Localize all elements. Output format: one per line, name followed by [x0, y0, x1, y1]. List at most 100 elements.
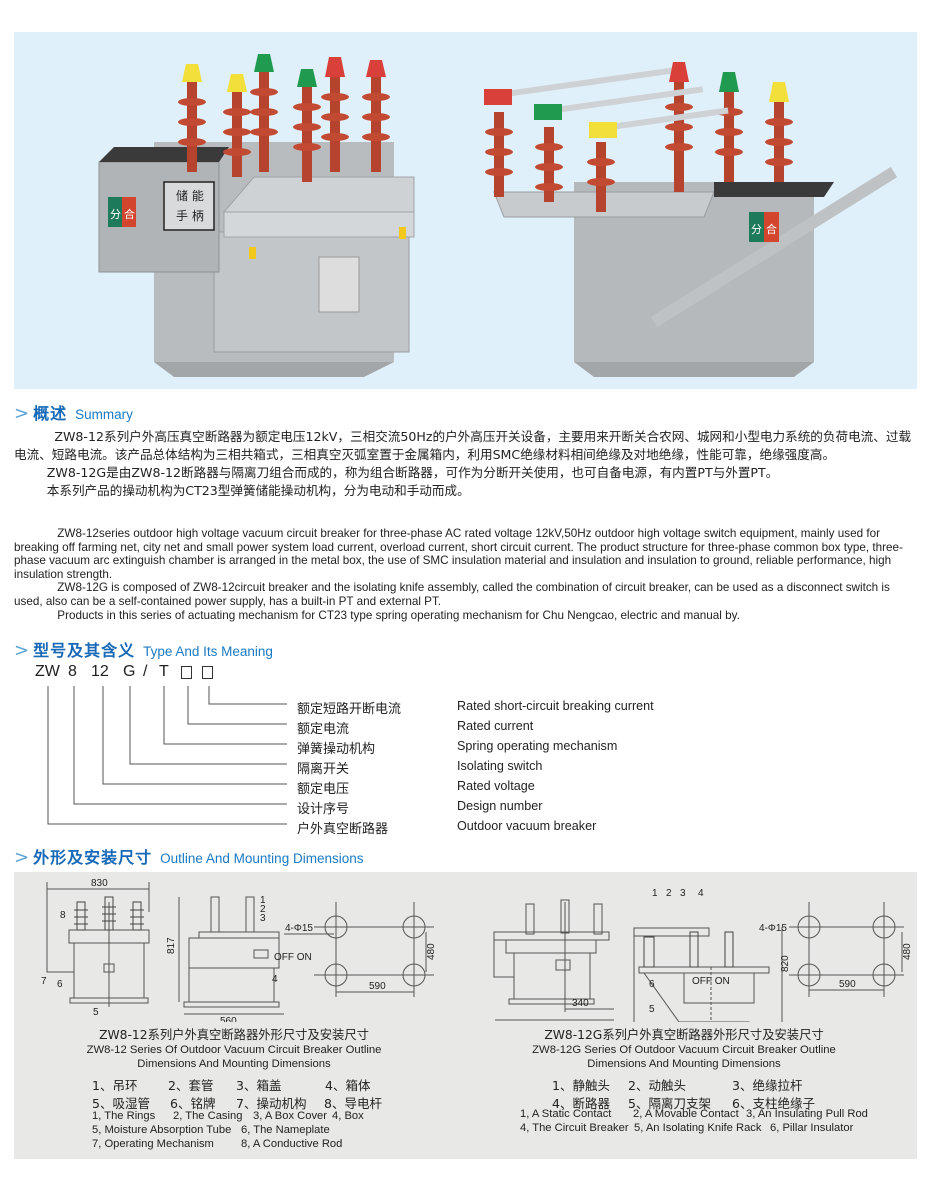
- dim-right-height: 820: [780, 955, 791, 972]
- callout: 1: [652, 888, 658, 899]
- meaning-cn: 隔离开关: [297, 762, 350, 777]
- meaning-cn: 额定电压: [297, 782, 350, 797]
- left-legend-cn: 1、吊环: [92, 1078, 138, 1093]
- chevron-right-icon: >: [14, 640, 30, 661]
- left-legend-cn: 5、吸湿管: [92, 1096, 150, 1111]
- callout: 5: [649, 1004, 655, 1015]
- left-legend-cn: 7、操动机构: [236, 1096, 307, 1111]
- meaning-cn: 设计序号: [297, 802, 350, 817]
- callout: 4: [698, 888, 704, 899]
- right-caption-en2: Dimensions And Mounting Dimensions: [587, 1058, 781, 1070]
- summary-cn-paragraph: 本系列产品的操动机构为CT23型弹簧储能操动机构，分为电动和手动而成。: [46, 483, 470, 498]
- right-legend-cn: 1、静触头: [552, 1078, 610, 1093]
- right-breaker: 分 合: [484, 62, 898, 377]
- close-sign-right: 合: [766, 222, 777, 236]
- left-caption: ZW8-12系列户外真空断路器外形尺寸及安装尺寸 ZW8-12 Series O…: [54, 1025, 414, 1071]
- meaning-en: Isolating switch: [457, 759, 543, 773]
- left-legend-cn: 4、箱体: [325, 1078, 371, 1093]
- left-caption-en1: ZW8-12 Series Of Outdoor Vacuum Circuit …: [86, 1044, 382, 1056]
- chevron-right-icon: >: [14, 847, 30, 868]
- left-legend-cn: 8、导电杆: [324, 1096, 382, 1111]
- dim-left-height: 817: [166, 937, 177, 954]
- dim-left-hole-h: 590: [369, 981, 386, 992]
- meaning-en: Rated voltage: [457, 779, 535, 793]
- summary-cn-text: ZW8-12系列户外高压真空断路器为额定电压12kV，三相交流50Hz的户外高压…: [14, 428, 919, 500]
- meaning-en: Rated short-circuit breaking current: [457, 699, 654, 713]
- chevron-right-icon: >: [14, 403, 30, 424]
- left-legend-en: 1, The Rings: [92, 1110, 156, 1122]
- right-legend-cn: 5、隔离刀支架: [628, 1096, 711, 1111]
- model-part: G: [123, 663, 136, 680]
- left-legend-en: 6, The Nameplate: [241, 1124, 330, 1136]
- summary-en-paragraph: ZW8-12G is composed of ZW8-12circuit bre…: [14, 581, 890, 608]
- summary-cn-paragraph: ZW8-12G是由ZW8-12断路器与隔离刀组合而成的，称为组合断路器，可作为分…: [46, 465, 779, 480]
- callout: 6: [57, 979, 63, 990]
- right-legend-cn: 6、支柱绝缘子: [732, 1096, 815, 1111]
- right-caption-cn: ZW8-12G系列户外真空断路器外形尺寸及安装尺寸: [544, 1028, 824, 1042]
- right-legend-en: 2, A Movable Contact: [633, 1108, 739, 1120]
- outline-title-cn: 外形及安装尺寸: [33, 848, 153, 867]
- left-legend-en: 7, Operating Mechanism: [92, 1138, 214, 1150]
- product-photo: 储 能 手 柄 分 合: [14, 32, 917, 389]
- summary-title-en: Summary: [75, 407, 133, 422]
- dim-right-hole-v: 480: [902, 943, 913, 960]
- summary-en-text: ZW8-12series outdoor high voltage vacuum…: [14, 527, 919, 622]
- meaning-en: Outdoor vacuum breaker: [457, 819, 597, 833]
- dim-right-offset: 340: [572, 998, 589, 1009]
- right-legend-en: 6, Pillar Insulator: [770, 1122, 854, 1134]
- meaning-cn: 额定电流: [297, 722, 350, 737]
- model-part: T: [159, 663, 169, 680]
- circuit-breaker-illustration: 储 能 手 柄 分 合: [98, 54, 898, 377]
- dim-right-hole-h: 590: [839, 979, 856, 990]
- right-legend-cn: 4、断路器: [552, 1096, 610, 1111]
- outline-title-en: Outline And Mounting Dimensions: [160, 851, 364, 866]
- summary-title-cn: 概述: [33, 404, 68, 423]
- outline-heading: > 外形及安装尺寸 Outline And Mounting Dimension…: [14, 844, 363, 868]
- left-legend-cn: 6、铭牌: [170, 1096, 216, 1111]
- callout: 4: [272, 974, 278, 985]
- summary-en-paragraph: ZW8-12series outdoor high voltage vacuum…: [14, 527, 903, 581]
- right-caption-en1: ZW8-12G Series Of Outdoor Vacuum Circuit…: [532, 1044, 836, 1056]
- dim-right-hole: 4-Φ15: [759, 923, 787, 934]
- dim-left-hole: 4-Φ15: [285, 923, 313, 934]
- meaning-en: Spring operating mechanism: [457, 739, 618, 753]
- left-legend-en: 8, A Conductive Rod: [241, 1138, 343, 1150]
- energy-storage-handle-label-line2: 手 柄: [176, 209, 204, 223]
- summary-heading: > 概述 Summary: [14, 400, 133, 424]
- type-meaning-title-cn: 型号及其含义: [33, 641, 136, 660]
- meaning-cn: 弹簧操动机构: [297, 742, 376, 757]
- summary-en-paragraph: Products in this series of actuating mec…: [57, 608, 740, 622]
- left-legend-en: 4, Box: [332, 1110, 364, 1122]
- model-part: /: [143, 663, 148, 680]
- summary-cn-paragraph: ZW8-12系列户外高压真空断路器为额定电压12kV，三相交流50Hz的户外高压…: [14, 429, 912, 462]
- close-sign: 合: [124, 207, 135, 221]
- callout: 8: [60, 910, 66, 921]
- placeholder-box-current: [181, 666, 192, 684]
- callout: 1: [260, 895, 266, 906]
- left-legend-en: 2, The Casing: [173, 1110, 243, 1122]
- right-legend-en: 5, An Isolating Knife Rack: [634, 1122, 762, 1134]
- energy-storage-handle-label-line1: 储 能: [176, 188, 204, 203]
- open-sign: 分: [110, 208, 121, 221]
- model-part: ZW: [35, 663, 60, 680]
- left-legend-cn: 2、套管: [168, 1078, 214, 1093]
- model-leader-lines: [47, 686, 287, 825]
- callout: 2: [260, 904, 266, 915]
- callout: 5: [93, 1007, 99, 1018]
- callout: 7: [41, 976, 47, 987]
- dim-left-depth: 560: [220, 1016, 237, 1022]
- callout: 3: [680, 888, 686, 899]
- right-legend-cn: 3、绝缘拉杆: [732, 1078, 803, 1093]
- right-caption: ZW8-12G系列户外真空断路器外形尺寸及安装尺寸 ZW8-12G Series…: [514, 1025, 854, 1071]
- right-legend-en: 3, An Insulating Pull Rod: [746, 1108, 868, 1120]
- right-legend-cn: 2、动触头: [628, 1078, 686, 1093]
- left-legend-en: 3, A Box Cover: [253, 1110, 328, 1122]
- callout: 6: [649, 979, 655, 990]
- left-breaker: 储 能 手 柄 分 合: [98, 54, 415, 377]
- placeholder-box-breaking-current: [202, 666, 213, 684]
- dim-left-hole-v: 480: [426, 943, 437, 960]
- left-panel-text: OFF ON: [274, 952, 312, 963]
- dimensions-panel: 830 817 560 4-Φ15 480 590 OFF ON 340 920…: [14, 872, 917, 1159]
- callout: 3: [260, 913, 266, 924]
- model-part: 8: [68, 663, 77, 680]
